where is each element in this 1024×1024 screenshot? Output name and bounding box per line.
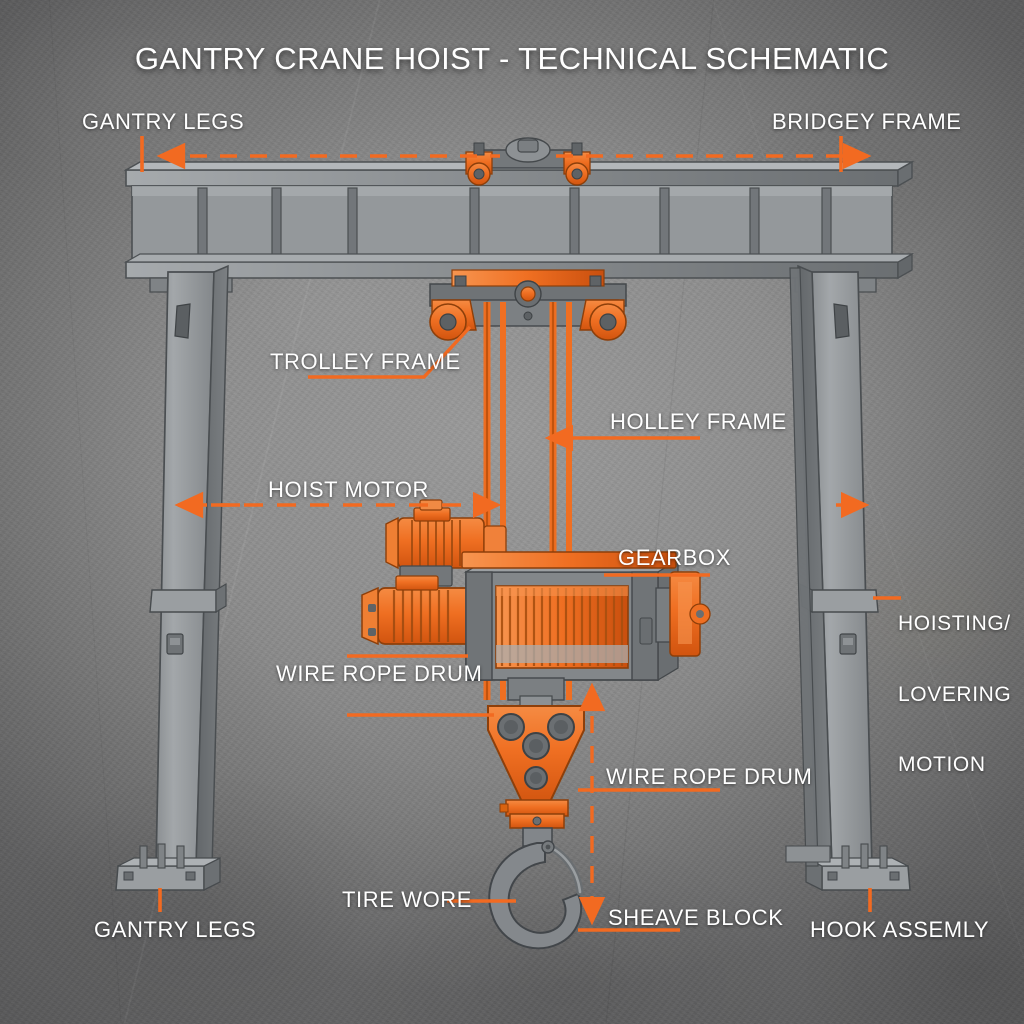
hook-block bbox=[487, 705, 585, 950]
label-hoist-motor: HOIST MOTOR bbox=[268, 477, 430, 502]
label-holley-frame: HOLLEY FRAME bbox=[610, 409, 787, 434]
label-hoisting-line-3: MOTION bbox=[898, 753, 986, 777]
gearbox bbox=[639, 571, 711, 657]
label-trolley-frame: TROLLEY FRAME bbox=[270, 349, 461, 374]
leader-trolley-frame bbox=[308, 325, 472, 379]
label-gantry-legs-top: GANTRY LEGS bbox=[82, 109, 245, 134]
gantry-leg-left bbox=[115, 264, 229, 892]
label-wire-rope-drum-left: WIRE ROPE DRUM bbox=[276, 661, 483, 686]
label-hook-assembly: HOOK ASSEMLY bbox=[810, 917, 990, 942]
label-wire-rope-drum-right: WIRE ROPE DRUM bbox=[606, 764, 813, 789]
gantry-leg-right bbox=[785, 264, 911, 892]
label-hoisting-line-1: HOISTING/ bbox=[898, 612, 1011, 636]
label-bridgey-frame: BRIDGEY FRAME bbox=[772, 109, 962, 134]
page-title: GANTRY CRANE HOIST - TECHNICAL SCHEMATIC bbox=[134, 41, 890, 76]
label-sheave-block: SHEAVE BLOCK bbox=[608, 905, 784, 930]
label-hoisting-lovering-motion: HOISTING/ LOVERING MOTION bbox=[898, 565, 1011, 824]
label-gantry-legs-bottom: GANTRY LEGS bbox=[94, 917, 257, 942]
label-tire-wore: TIRE WORE bbox=[342, 887, 473, 912]
label-gearbox: GEARBOX bbox=[618, 545, 732, 570]
hoist-machinery bbox=[361, 499, 711, 711]
label-hoisting-line-2: LOVERING bbox=[898, 682, 1012, 706]
callout-leaders bbox=[140, 136, 901, 932]
trolley-frame bbox=[429, 269, 627, 341]
